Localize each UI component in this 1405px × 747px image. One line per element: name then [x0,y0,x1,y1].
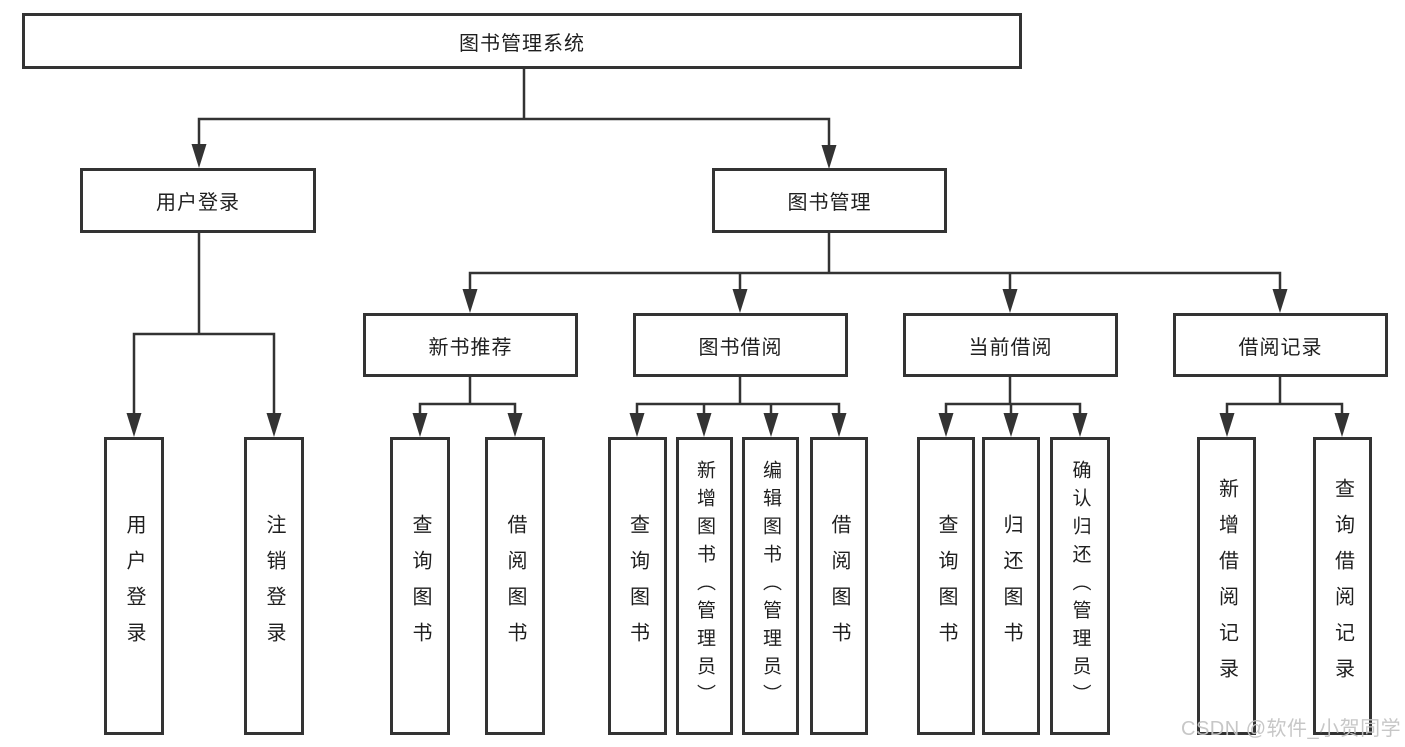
node-book-borrowing: 图书借阅 [633,313,848,377]
arrow-down-icon [629,413,645,437]
leaf-borrow-books-2: 借阅图书 [810,437,868,735]
arrow-down-icon [732,289,748,313]
node-new-book-recommend: 新书推荐 [363,313,578,377]
arrow-down-icon [831,413,847,437]
connector-records-bus [1225,377,1344,415]
watermark: CSDN @软件_小贺同学 [1181,718,1402,740]
leaf-add-borrow-record: 新增借阅记录 [1197,437,1256,735]
connector-new-book-bus [418,377,517,415]
arrow-down-icon [1334,413,1350,437]
arrow-down-icon [938,413,954,437]
node-root: 图书管理系统 [22,13,1022,69]
leaf-logout: 注销登录 [244,437,304,735]
node-user-login: 用户登录 [80,168,316,233]
arrow-down-icon [1219,413,1235,437]
arrow-down-icon [821,145,837,169]
leaf-edit-books-admin: 编辑图书（管理员） [742,437,799,735]
connector-current-borrow-bus [944,377,1082,415]
leaf-query-books-2: 查询图书 [608,437,667,735]
node-current-borrowing: 当前借阅 [903,313,1118,377]
node-book-management: 图书管理 [712,168,947,233]
arrow-down-icon [1272,289,1288,313]
arrow-down-icon [1072,413,1088,437]
leaf-add-books-admin: 新增图书（管理员） [676,437,733,735]
arrow-down-icon [1002,289,1018,313]
leaf-query-books-1: 查询图书 [390,437,450,735]
arrowheads [126,144,1350,437]
leaf-return-books: 归还图书 [982,437,1040,735]
arrow-down-icon [266,413,282,437]
arrow-down-icon [1003,413,1019,437]
arrow-down-icon [412,413,428,437]
connector-book-borrow-bus [635,377,841,415]
leaf-confirm-return-admin: 确认归还（管理员） [1050,437,1110,735]
connector-book-mgmt-bus [468,233,1282,291]
arrow-down-icon [507,413,523,437]
node-borrow-records: 借阅记录 [1173,313,1388,377]
arrow-down-icon [191,144,207,168]
arrow-down-icon [126,413,142,437]
arrow-down-icon [462,289,478,313]
leaf-borrow-books-1: 借阅图书 [485,437,545,735]
arrow-down-icon [696,413,712,437]
arrow-down-icon [763,413,779,437]
connector-user-login-bus [132,233,276,415]
connector-root-bus [197,69,831,147]
leaf-query-borrow-record: 查询借阅记录 [1313,437,1372,735]
leaf-query-books-3: 查询图书 [917,437,975,735]
leaf-user-login: 用户登录 [104,437,164,735]
